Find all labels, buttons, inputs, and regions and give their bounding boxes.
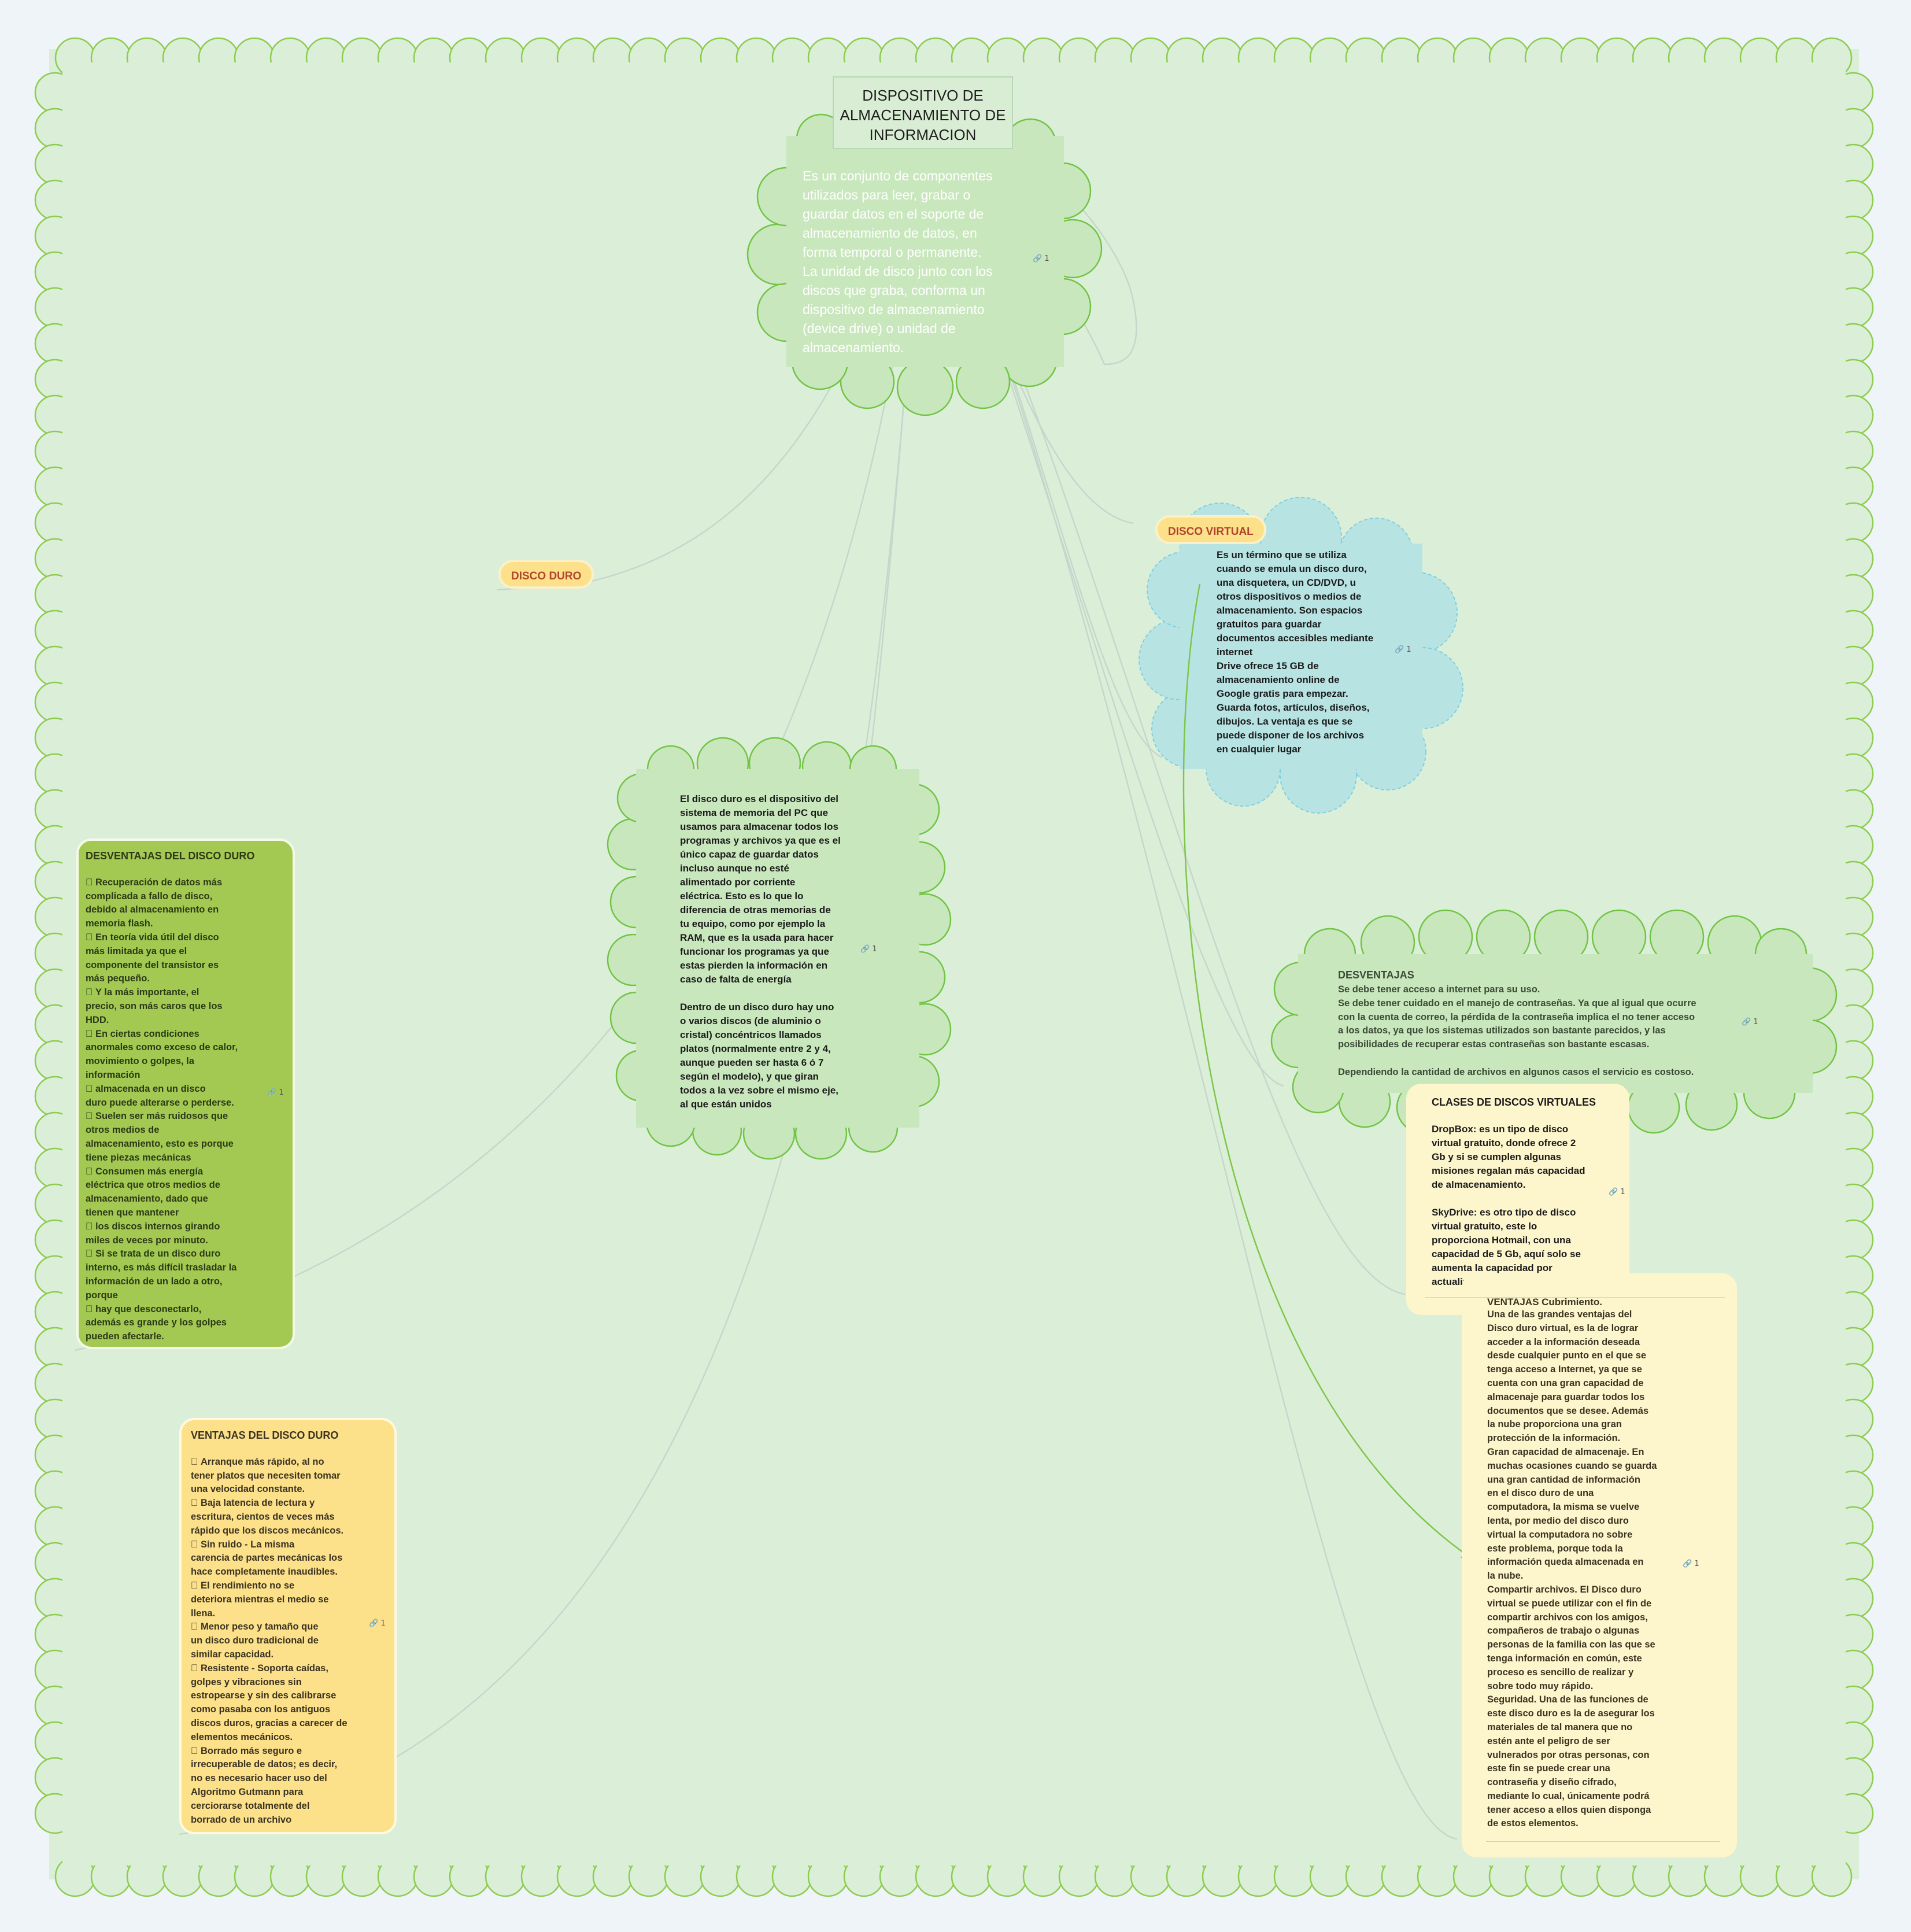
topic-disco-duro[interactable]: DISCO DURO [498,560,594,589]
disco-duro-description: El disco duro es el dispositivo del sist… [680,793,841,1110]
desventajas-disco-duro-box[interactable]: DESVENTAJAS DEL DISCO DURO  Recuperació… [76,838,295,1349]
clases-virtuales-body: DropBox: es un tipo de disco virtual gra… [1432,1124,1585,1287]
link-icon[interactable]: 🔗 1 [1683,1560,1699,1568]
link-icon[interactable]: 🔗 1 [860,945,877,954]
disco-virtual-cloud [1139,497,1463,814]
disco-duro-cloud [607,737,952,1160]
link-count: 1 [279,1088,284,1097]
link-count: 1 [1406,645,1411,654]
ventajas-virtuales-header: VENTAJAS Cubrimiento. [1487,1296,1602,1307]
desventajas-disco-duro-header: DESVENTAJAS DEL DISCO DURO [86,850,255,862]
ventajas-virtuales-body: Una de las grandes ventajas del Disco du… [1487,1309,1657,1829]
link-count: 1 [1694,1560,1699,1568]
link-icon[interactable]: 🔗 1 [1742,1018,1758,1026]
ventajas-virtuales-divider-top [1425,1297,1725,1298]
ventajas-virtuales-box[interactable]: VENTAJAS Cubrimiento. Una de las grandes… [1462,1273,1737,1857]
link-count: 1 [872,945,877,954]
desventajas-disco-duro-body:  Recuperación de datos más complicada a… [86,877,238,1342]
link-icon[interactable]: 🔗 1 [369,1619,386,1628]
link-icon[interactable]: 🔗 1 [1609,1188,1625,1196]
desventajas-virtual-header: DESVENTAJAS [1338,969,1414,981]
link-icon[interactable]: 🔗 1 [1395,645,1411,654]
root-title[interactable]: DISPOSITIVO DE ALMACENAMIENTO DE INFORMA… [833,76,1013,149]
root-description: Es un conjunto de componentes utilizados… [803,168,993,355]
ventajas-disco-duro-body:  Arranque más rápido, al no tener plato… [191,1456,348,1825]
ventajas-virtuales-divider-bottom [1486,1841,1720,1842]
ventajas-disco-duro-box[interactable]: VENTAJAS DEL DISCO DURO  Arranque más r… [179,1418,397,1834]
link-count: 1 [1753,1018,1758,1026]
link-icon[interactable]: 🔗 1 [1033,254,1049,263]
topic-disco-virtual[interactable]: DISCO VIRTUAL [1155,515,1266,544]
desventajas-virtual-body: Se debe tener acceso a internet para su … [1338,984,1696,1077]
disco-virtual-description: Es un término que se utiliza cuando se e… [1217,549,1374,755]
link-count: 1 [1620,1188,1625,1196]
link-icon[interactable]: 🔗 1 [267,1088,284,1097]
clases-virtuales-header: CLASES DE DISCOS VIRTUALES [1432,1096,1596,1108]
link-count: 1 [380,1619,386,1628]
ventajas-disco-duro-header: VENTAJAS DEL DISCO DURO [191,1429,339,1441]
link-count: 1 [1044,254,1049,263]
